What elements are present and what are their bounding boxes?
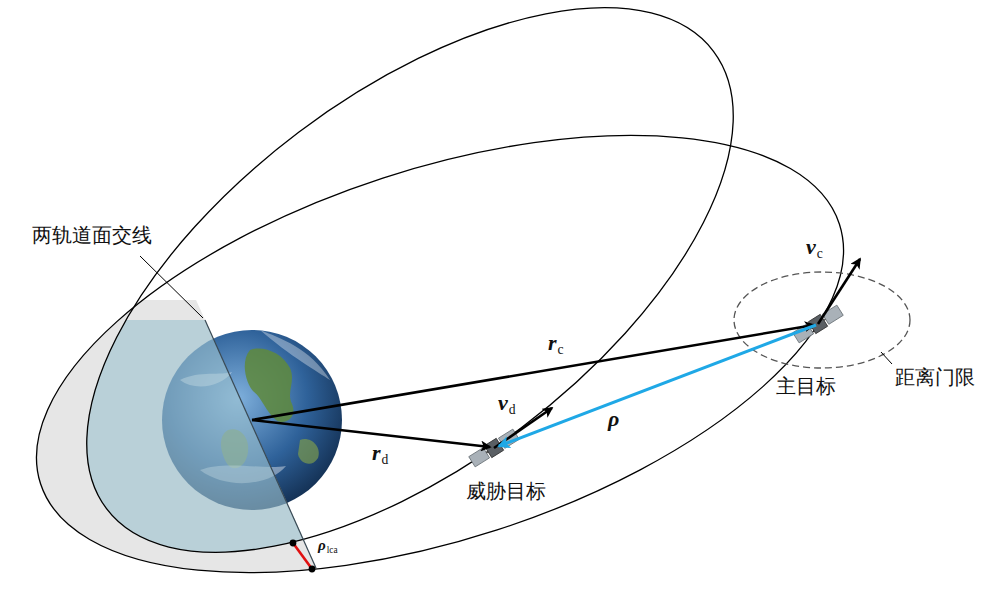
distance-label: ρlca (318, 537, 338, 554)
vector-symbol: r (548, 330, 557, 355)
threshold-label: 距离门限 (895, 366, 975, 389)
vector-symbol: r (372, 440, 381, 465)
plane-label: 两轨道面交线 (32, 224, 152, 247)
node-line (205, 320, 316, 568)
vector-label: vd (498, 390, 516, 415)
vector-label: ρ (608, 406, 619, 431)
vector-subscript: lca (327, 545, 338, 555)
closest-approach (290, 540, 316, 573)
relative-vector (499, 325, 816, 446)
target-label: 主目标 (776, 375, 836, 398)
vector-subscript: c (817, 246, 823, 261)
orbit-plane (0, 320, 825, 593)
vector-symbol: v (806, 234, 816, 259)
vector-label: rd (372, 440, 388, 465)
vector-symbol: ρ (318, 537, 326, 553)
orbit-line (0, 0, 825, 593)
leader-line (881, 352, 892, 364)
leader-line (140, 256, 203, 318)
vector-subscript: d (509, 402, 516, 417)
position-vector (252, 420, 490, 447)
velocity-vector (818, 259, 860, 324)
position-vector (252, 325, 814, 420)
orbit-line (0, 48, 897, 593)
vector-label: vc (806, 234, 823, 259)
vector-subscript: c (558, 342, 564, 357)
vector-subscript: d (382, 452, 389, 467)
vector-label: rc (548, 330, 564, 355)
target-label: 威胁目标 (466, 480, 546, 503)
vector-symbol: v (498, 390, 508, 415)
